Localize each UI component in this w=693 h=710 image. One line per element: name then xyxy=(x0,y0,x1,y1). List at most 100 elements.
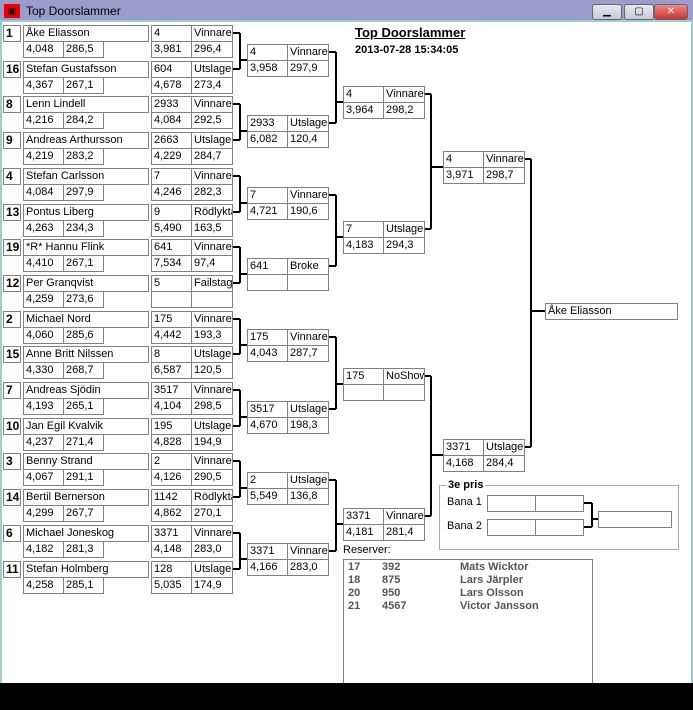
speed[interactable]: 267,1 xyxy=(63,255,104,272)
reaction-time[interactable]: 4,263 xyxy=(23,220,64,237)
reaction-time[interactable]: 4,216 xyxy=(23,112,64,129)
speed[interactable]: 273,6 xyxy=(63,291,104,308)
semifinal-time[interactable]: 4,168 xyxy=(443,455,484,472)
round1-number[interactable]: 1142 xyxy=(151,489,192,506)
round2-status[interactable]: Vinnare xyxy=(287,187,329,204)
round1-speed[interactable]: 270,1 xyxy=(191,505,233,522)
semifinal-status[interactable]: Utslagen xyxy=(483,439,525,456)
round1-speed[interactable]: 298,5 xyxy=(191,398,233,415)
speed[interactable]: 267,7 xyxy=(63,505,104,522)
round3-time[interactable] xyxy=(343,384,384,401)
round1-status[interactable]: Utslagen xyxy=(191,561,233,578)
round3-speed[interactable] xyxy=(383,384,425,401)
round1-speed[interactable]: 273,4 xyxy=(191,77,233,94)
round2-speed[interactable]: 283,0 xyxy=(287,559,329,576)
round2-speed[interactable]: 287,7 xyxy=(287,345,329,362)
round1-status[interactable]: Rödlykta xyxy=(191,489,233,506)
round3-status[interactable]: Vinnare xyxy=(383,508,425,525)
reaction-time[interactable]: 4,237 xyxy=(23,434,64,451)
round1-time[interactable]: 4,148 xyxy=(151,541,192,558)
round2-speed[interactable]: 190,6 xyxy=(287,203,329,220)
round2-number[interactable]: 3517 xyxy=(247,401,288,418)
round2-number[interactable]: 7 xyxy=(247,187,288,204)
final-winner[interactable]: Åke Eliasson xyxy=(545,303,678,320)
round3-number[interactable]: 175 xyxy=(343,368,384,385)
round1-number[interactable]: 3371 xyxy=(151,525,192,542)
semifinal-number[interactable]: 3371 xyxy=(443,439,484,456)
speed[interactable]: 234,3 xyxy=(63,220,104,237)
driver-name[interactable]: Stefan Gustafsson xyxy=(23,61,149,78)
reaction-time[interactable]: 4,182 xyxy=(23,541,64,558)
round1-speed[interactable]: 97,4 xyxy=(191,255,233,272)
lane2-number-input[interactable] xyxy=(487,519,536,536)
third-place-result[interactable] xyxy=(598,511,672,528)
round1-speed[interactable]: 193,3 xyxy=(191,327,233,344)
round3-speed[interactable]: 281,4 xyxy=(383,524,425,541)
driver-name[interactable]: Åke Eliasson xyxy=(23,25,149,42)
round2-time[interactable]: 6,082 xyxy=(247,131,288,148)
round1-status[interactable]: Vinnare xyxy=(191,239,233,256)
reaction-time[interactable]: 4,193 xyxy=(23,398,64,415)
round1-number[interactable]: 175 xyxy=(151,311,192,328)
speed[interactable]: 297,9 xyxy=(63,184,104,201)
round1-time[interactable]: 6,587 xyxy=(151,362,192,379)
semifinal-speed[interactable]: 284,4 xyxy=(483,455,525,472)
round1-status[interactable]: Utslagen xyxy=(191,346,233,363)
round1-number[interactable]: 641 xyxy=(151,239,192,256)
round1-number[interactable]: 7 xyxy=(151,168,192,185)
round3-speed[interactable]: 294,3 xyxy=(383,237,425,254)
round1-status[interactable]: Utslagen xyxy=(191,61,233,78)
round2-status[interactable]: Utslagen xyxy=(287,115,329,132)
round1-time[interactable]: 5,490 xyxy=(151,220,192,237)
round1-status[interactable]: Vinnare xyxy=(191,382,233,399)
round1-status[interactable]: Rödlykta xyxy=(191,204,233,221)
speed[interactable]: 268,7 xyxy=(63,362,104,379)
round2-number[interactable]: 4 xyxy=(247,44,288,61)
speed[interactable]: 285,1 xyxy=(63,577,104,594)
round1-time[interactable]: 4,126 xyxy=(151,469,192,486)
round1-time[interactable]: 4,104 xyxy=(151,398,192,415)
round1-status[interactable]: Vinnare xyxy=(191,168,233,185)
round3-status[interactable]: NoShow xyxy=(383,368,425,385)
round1-number[interactable]: 4 xyxy=(151,25,192,42)
round1-time[interactable]: 4,678 xyxy=(151,77,192,94)
round1-speed[interactable]: 163,5 xyxy=(191,220,233,237)
round1-speed[interactable]: 296,4 xyxy=(191,41,233,58)
round1-number[interactable]: 2663 xyxy=(151,132,192,149)
speed[interactable]: 283,2 xyxy=(63,148,104,165)
round2-speed[interactable]: 120,4 xyxy=(287,131,329,148)
round1-status[interactable]: Vinnare xyxy=(191,525,233,542)
round3-number[interactable]: 3371 xyxy=(343,508,384,525)
round2-status[interactable]: Vinnare xyxy=(287,44,329,61)
round1-speed[interactable]: 194,9 xyxy=(191,434,233,451)
round2-speed[interactable]: 297,9 xyxy=(287,60,329,77)
round1-status[interactable]: Failstage xyxy=(191,275,233,292)
driver-name[interactable]: Per Granqvist xyxy=(23,275,149,292)
round3-status[interactable]: Vinnare xyxy=(383,86,425,103)
round2-time[interactable]: 3,958 xyxy=(247,60,288,77)
round2-speed[interactable]: 136,8 xyxy=(287,488,329,505)
round1-time[interactable]: 4,229 xyxy=(151,148,192,165)
round2-number[interactable]: 3371 xyxy=(247,543,288,560)
driver-name[interactable]: Stefan Carlsson xyxy=(23,168,149,185)
speed[interactable]: 285,6 xyxy=(63,327,104,344)
round1-time[interactable] xyxy=(151,291,192,308)
speed[interactable]: 286,5 xyxy=(63,41,104,58)
round3-status[interactable]: Utslagen xyxy=(383,221,425,238)
round1-speed[interactable]: 290,5 xyxy=(191,469,233,486)
round1-time[interactable]: 3,981 xyxy=(151,41,192,58)
round1-number[interactable]: 128 xyxy=(151,561,192,578)
round1-number[interactable]: 604 xyxy=(151,61,192,78)
round1-speed[interactable]: 292,5 xyxy=(191,112,233,129)
round1-number[interactable]: 2 xyxy=(151,453,192,470)
round1-number[interactable]: 2933 xyxy=(151,96,192,113)
round2-time[interactable]: 4,721 xyxy=(247,203,288,220)
round2-time[interactable]: 5,549 xyxy=(247,488,288,505)
round2-number[interactable]: 2933 xyxy=(247,115,288,132)
lane1-status-input[interactable] xyxy=(535,495,584,512)
driver-name[interactable]: Michael Nord xyxy=(23,311,149,328)
round1-time[interactable]: 4,442 xyxy=(151,327,192,344)
reaction-time[interactable]: 4,367 xyxy=(23,77,64,94)
round3-number[interactable]: 7 xyxy=(343,221,384,238)
